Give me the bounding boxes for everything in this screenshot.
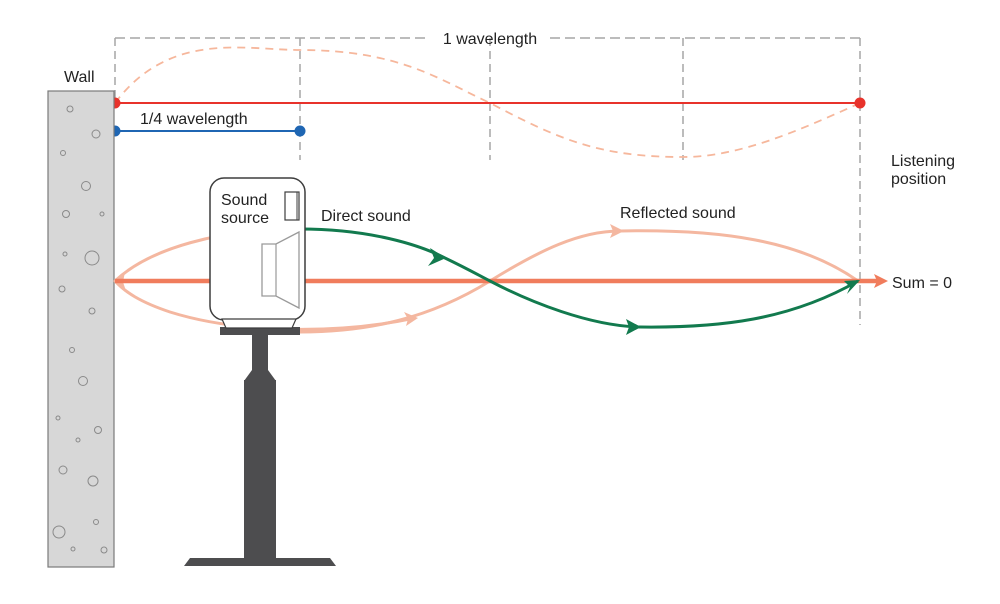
wall-label: Wall bbox=[64, 69, 95, 86]
stand-shoulder bbox=[244, 370, 276, 381]
stand-neck bbox=[252, 335, 268, 381]
reflected-arrowhead-lower bbox=[404, 312, 418, 326]
wavelength-end-dot bbox=[854, 97, 866, 109]
reflected-arrowhead-upper bbox=[610, 224, 624, 238]
direct-sound-label: Direct sound bbox=[321, 208, 411, 225]
one-wavelength-label: 1 wavelength bbox=[443, 31, 537, 48]
wall: Wall bbox=[47, 69, 115, 568]
direct-arrowhead-1 bbox=[428, 248, 446, 266]
direct-sound-arrowheads bbox=[428, 248, 860, 335]
stand-base bbox=[184, 558, 336, 566]
speaker-woofer bbox=[261, 230, 300, 310]
direct-sound-wave bbox=[299, 227, 859, 329]
sound-source-label-line2: source bbox=[221, 210, 269, 227]
speaker: Sound source bbox=[209, 177, 306, 329]
quarter-end-dot bbox=[294, 125, 306, 137]
speaker-stand bbox=[184, 327, 336, 566]
sum-label: Sum = 0 bbox=[892, 275, 952, 292]
wall-slab bbox=[47, 90, 115, 568]
direct-arrowhead-2 bbox=[626, 319, 641, 335]
quarter-wavelength-marker: 1/4 wavelength bbox=[109, 111, 306, 137]
reflected-sound-label: Reflected sound bbox=[620, 205, 736, 222]
reflected-wall-to-listener-rising bbox=[489, 229, 621, 283]
stand-pole bbox=[244, 380, 276, 558]
wavelength-guides: 1 wavelength bbox=[114, 31, 861, 325]
sum-arrowhead bbox=[874, 274, 888, 288]
reflected-lower-to-wall bbox=[113, 279, 416, 331]
sound-source-label-line1: Sound bbox=[221, 192, 267, 209]
speaker-feet bbox=[221, 318, 297, 329]
direct-sound-curve bbox=[299, 227, 859, 329]
reflected-wall-to-listener-falling bbox=[619, 229, 859, 283]
reflected-wall-to-listener-lower bbox=[299, 279, 491, 334]
stand-plate bbox=[220, 327, 300, 335]
speaker-tweeter bbox=[284, 191, 300, 221]
wavelength-sine-wave bbox=[114, 46, 861, 158]
direct-arrowhead-3 bbox=[844, 280, 860, 294]
listening-position-label-line1: Listening bbox=[891, 153, 955, 170]
listening-position-label-line2: position bbox=[891, 171, 946, 188]
wall-texture bbox=[52, 105, 108, 554]
full-wavelength-marker bbox=[109, 97, 866, 109]
quarter-wavelength-label: 1/4 wavelength bbox=[140, 111, 248, 128]
reflected-arrowheads bbox=[113, 224, 624, 326]
